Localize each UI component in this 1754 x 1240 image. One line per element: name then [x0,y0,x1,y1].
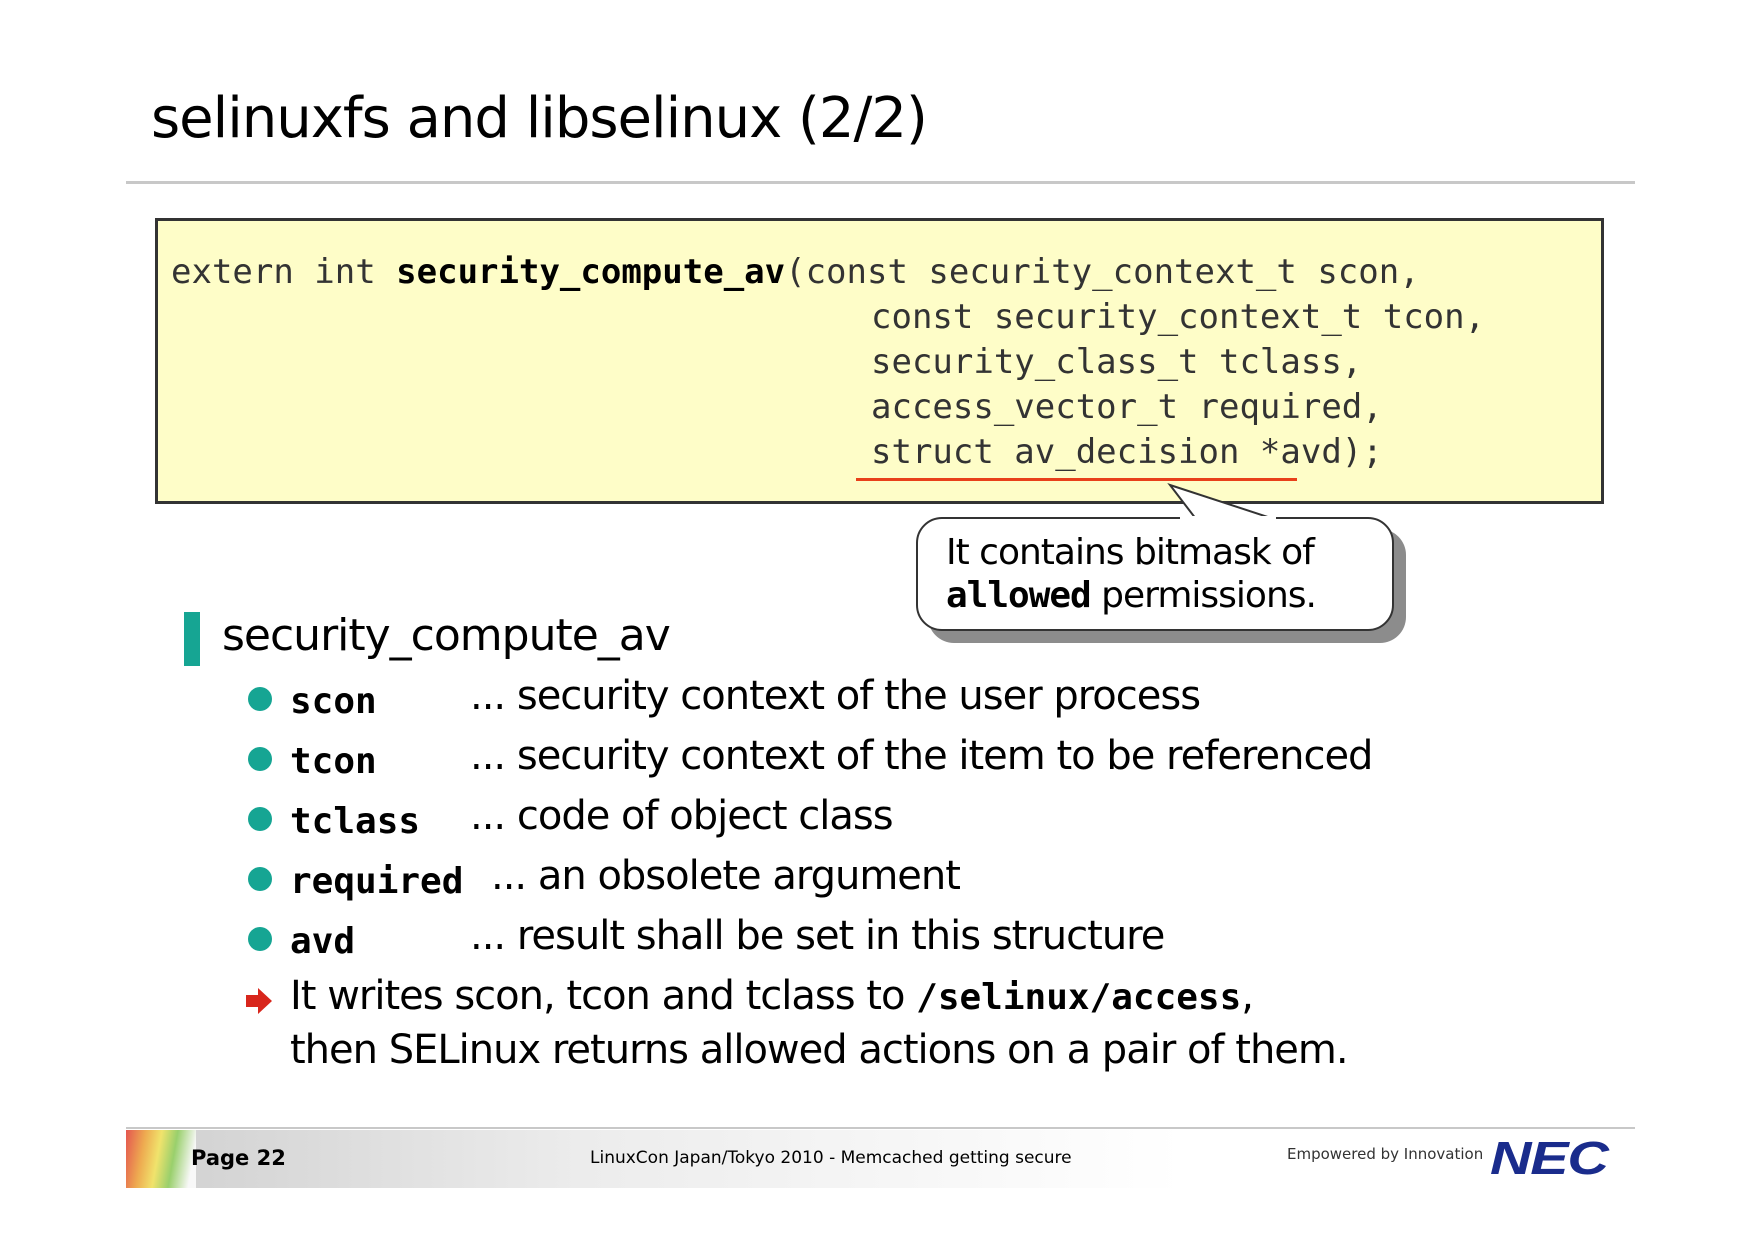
note-comma: , [1241,973,1254,1019]
footer-divider [126,1127,1635,1129]
title-divider [126,181,1635,184]
param-name: tclass [290,801,421,842]
avd-underline [856,478,1297,481]
callout-keyword: allowed [946,575,1092,616]
callout-line-2: allowed permissions. [946,575,1317,616]
note-line-2: then SELinux returns allowed actions on … [290,1027,1349,1073]
param-desc: ... security context of the item to be r… [470,733,1373,779]
footer-event: LinuxCon Japan/Tokyo 2010 - Memcached ge… [590,1148,1072,1168]
code-line-2: const security_context_t tcon, [871,297,1486,337]
teal-dot-icon [248,747,272,771]
param-name: required [290,861,464,902]
code-line-3: security_class_t tclass, [871,342,1363,382]
callout-rest: permissions. [1090,575,1317,616]
code-function-name: security_compute_av [396,252,786,292]
footer-band [126,1130,1635,1188]
teal-dot-icon [248,687,272,711]
note-path: /selinux/access [916,977,1242,1018]
code-line-1: extern int security_compute_av(const sec… [171,252,1420,292]
code-line-5: struct av_decision *avd); [871,432,1383,472]
teal-dot-icon [248,927,272,951]
code-arg-1: (const security_context_t scon, [785,252,1420,292]
note-text: It writes scon, tcon and tclass to [290,973,917,1019]
slide-title: selinuxfs and libselinux (2/2) [151,86,928,151]
param-name: avd [290,921,356,962]
param-name: scon [290,681,377,722]
callout-bubble [916,517,1394,631]
teal-dot-icon [248,867,272,891]
param-desc: ... result shall be set in this structur… [470,913,1165,959]
callout-line-1: It contains bitmask of [946,532,1315,573]
nec-logo: NEC [1490,1132,1609,1184]
section-heading: security_compute_av [222,610,671,661]
page-number: Page 22 [191,1146,286,1170]
param-desc: ... code of object class [470,793,894,839]
red-arrow-icon [246,988,272,1014]
param-desc: ... security context of the user process [470,673,1201,719]
param-desc: ... an obsolete argument [491,853,961,899]
code-prefix: extern int [171,252,397,292]
footer-graphic [126,1130,196,1188]
heading-bar [184,612,200,666]
code-box [155,218,1604,504]
param-name: tcon [290,741,377,782]
note-line-1: It writes scon, tcon and tclass to /seli… [290,973,1254,1019]
footer-tagline: Empowered by Innovation [1287,1145,1484,1163]
code-line-4: access_vector_t required, [871,387,1383,427]
teal-dot-icon [248,807,272,831]
